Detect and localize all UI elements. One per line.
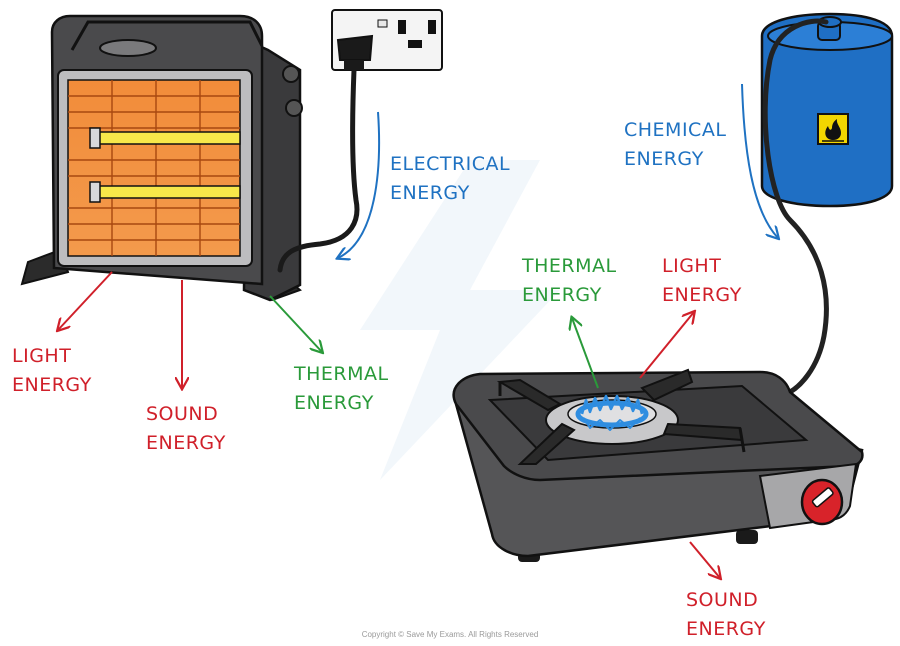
plug-socket — [331, 9, 443, 71]
arrow-stove-sound — [689, 541, 720, 578]
arrow-stove-thermal — [572, 318, 599, 389]
arrow-chemical — [741, 83, 778, 238]
label-chemical-energy: CHEMICAL ENERGY — [624, 119, 727, 170]
label-stove-light-energy: LIGHT ENERGY — [662, 255, 742, 306]
camping-stove — [452, 368, 864, 562]
fire-hazard-icon — [825, 119, 841, 140]
gas-hose — [762, 18, 829, 397]
flame — [575, 394, 649, 431]
label-stove-thermal-energy: THERMAL ENERGY — [522, 255, 617, 306]
label-heater-light-energy: LIGHT ENERGY — [12, 345, 92, 396]
label-heater-thermal-energy: THERMAL ENERGY — [294, 363, 389, 414]
power-cable — [277, 67, 360, 273]
watermark — [360, 160, 560, 480]
energy-arrows — [58, 83, 778, 578]
heater — [20, 14, 303, 302]
label-heater-sound-energy: SOUND ENERGY — [146, 403, 226, 454]
gas-canister — [760, 12, 894, 208]
label-electrical-energy: ELECTRICAL ENERGY — [390, 153, 511, 204]
arrow-stove-light — [639, 312, 694, 379]
copyright-notice: Copyright © Save My Exams. All Rights Re… — [361, 630, 539, 639]
label-stove-sound-energy: SOUND ENERGY — [686, 589, 766, 640]
arrow-electrical — [338, 111, 381, 258]
arrow-heater-thermal — [269, 295, 322, 352]
arrow-heater-light — [58, 271, 113, 330]
